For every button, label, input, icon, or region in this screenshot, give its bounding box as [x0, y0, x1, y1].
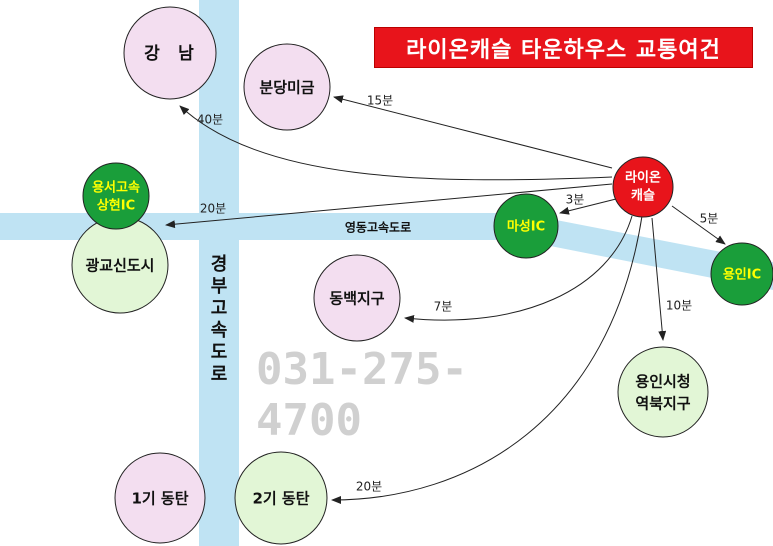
place-gangnam: 강 남	[123, 6, 217, 100]
time-label-maseong: 3분	[566, 193, 585, 207]
place-dongbaek: 동백지구	[313, 254, 401, 342]
place-dongtan2: 2기 동탄	[234, 451, 328, 545]
time-label-dongbaek: 7분	[434, 300, 453, 314]
place-yongin-city-hall: 용인시청 역북지구	[617, 346, 709, 438]
gyeongbu-expressway-road	[199, 0, 239, 546]
route-arrow-maseong	[559, 198, 617, 215]
dongbaek-label: 동백지구	[329, 290, 384, 308]
yongin-city-hall-line1: 용인시청	[635, 373, 690, 391]
gangnam-char: 남	[178, 44, 194, 64]
yongseo-line1: 용서고속	[92, 180, 140, 196]
origin-lion-castle: 라이온 캐슬	[612, 156, 674, 218]
time-label-dongtan2: 20분	[356, 480, 382, 494]
yongin-ic-label: 용인IC	[723, 267, 761, 283]
time-label-yongin-city-hall: 10분	[666, 299, 692, 313]
origin-line2: 캐슬	[631, 189, 655, 204]
gyeongbu-char: 부	[211, 276, 228, 297]
time-label-yongin-ic: 5분	[700, 212, 719, 226]
route-arrow-bundang	[333, 95, 613, 169]
map-title: 라이온캐슬 타운하우스 교통여건	[374, 27, 753, 68]
yeongdong-expressway-road	[0, 213, 773, 290]
gyeongbu-char: 속	[211, 320, 228, 341]
gyeongbu-char: 경	[211, 254, 228, 275]
route-arrow-gangnam	[179, 105, 613, 181]
phone-number: 031-275-4700	[256, 344, 468, 446]
gwanggyo-label: 광교신도시	[85, 257, 154, 275]
time-label-gangnam: 40분	[197, 113, 223, 127]
dongtan2-label: 2기 동탄	[252, 490, 309, 508]
gangnam-char: 강	[144, 44, 160, 64]
bundang-label: 분당미금	[259, 79, 314, 97]
time-label-bundang: 15분	[367, 94, 393, 108]
route-arrow-yongseo	[165, 183, 613, 229]
route-arrow-dongbaek	[404, 215, 633, 323]
maseong-label: 마성IC	[507, 219, 545, 235]
time-label-yongseo: 20분	[200, 202, 226, 216]
yongseo-line2: 상현IC	[97, 198, 135, 214]
yongin-city-hall-line2: 역북지구	[635, 395, 690, 413]
gyeongbu-char: 로	[211, 364, 228, 385]
route-arrow-dongtan2	[331, 215, 643, 504]
place-dongtan1: 1기 동탄	[114, 452, 206, 544]
dongtan1-label: 1기 동탄	[131, 490, 188, 508]
interchange-yongin: 용인IC	[710, 242, 773, 306]
place-bundang: 분당미금	[243, 43, 331, 131]
place-gwanggyo: 광교신도시	[71, 216, 169, 314]
origin-line1: 라이온	[625, 170, 661, 186]
yeongdong-expressway-label: 영동고속도로	[345, 220, 411, 235]
interchange-maseong: 마성IC	[493, 193, 559, 259]
gyeongbu-char: 도	[211, 342, 228, 363]
gyeongbu-expressway-label: 경 부 고 속 도 로	[211, 254, 228, 385]
interchange-yongseo: 용서고속 상현IC	[82, 162, 150, 230]
gyeongbu-char: 고	[211, 298, 228, 319]
route-arrow-yongin-ic	[671, 205, 726, 245]
route-arrow-yongin-city-hall	[651, 217, 667, 341]
